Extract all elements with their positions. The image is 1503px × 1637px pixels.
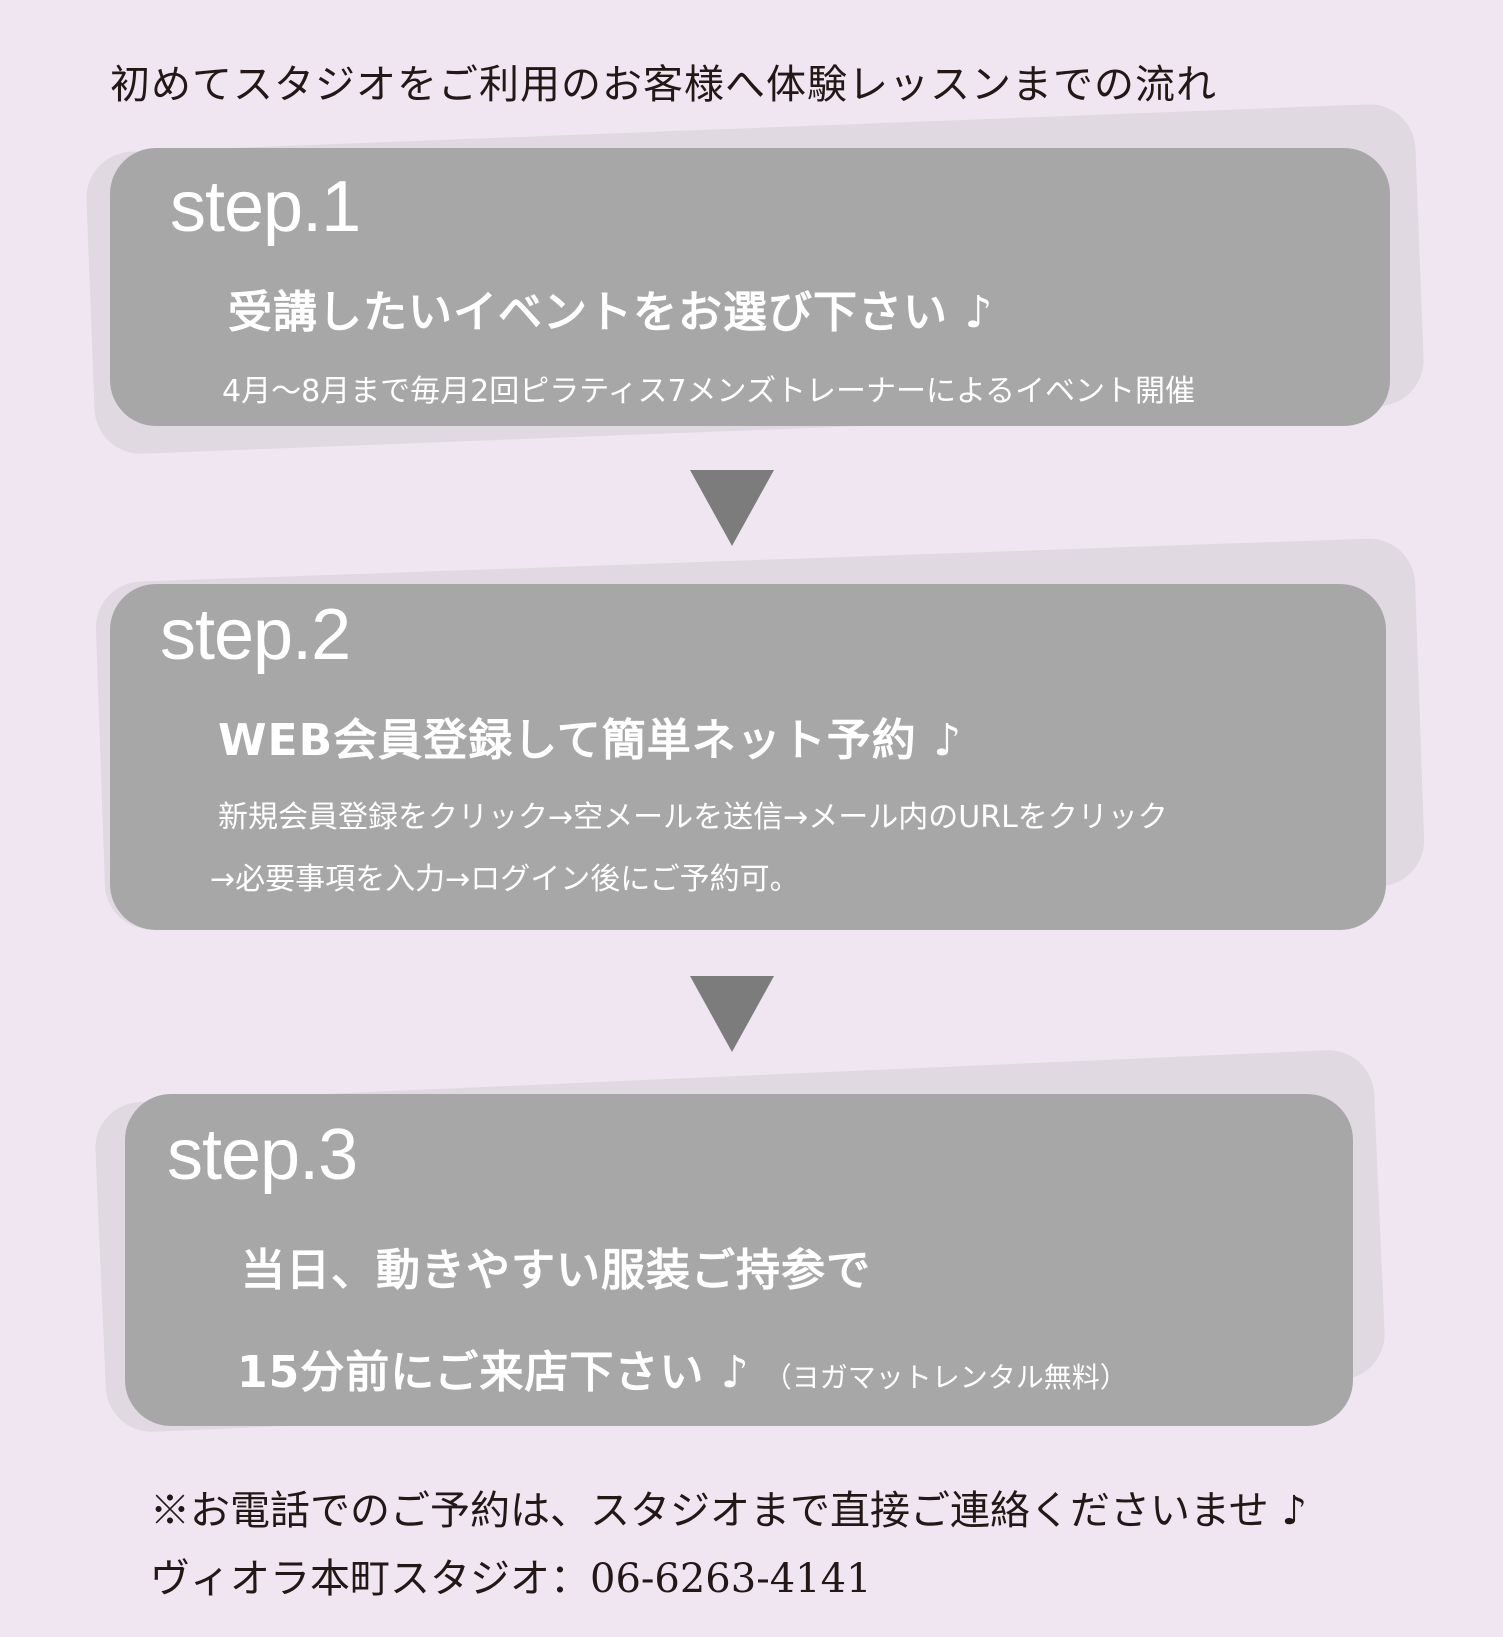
page-title: 初めてスタジオをご利用のお客様へ体験レッスンまでの流れ: [110, 62, 1217, 108]
step-3-heading-line-2-text: 15分前にご来店下さい ♪: [237, 1347, 750, 1398]
studio-phone-number: ヴィオラ本町スタジオ：06-6263-4141: [150, 1556, 872, 1602]
step-2-description-line-1: 新規会員登録をクリック→空メールを送信→メール内のURLをクリック: [218, 800, 1168, 835]
phone-reservation-note: ※お電話でのご予約は、スタジオまで直接ご連絡くださいませ ♪: [150, 1488, 1308, 1534]
step-3-heading-line-1: 当日、動きやすい服装ご持参で: [241, 1245, 871, 1296]
step-2-description-line-2: →必要事項を入力→ログイン後にご予約可。: [210, 862, 800, 897]
step-3-label: step.3: [167, 1115, 358, 1195]
step-1-card: step.1 受講したいイベントをお選び下さい ♪ 4月〜8月まで毎月2回ピラテ…: [110, 148, 1390, 426]
step-3-heading-line-2: 15分前にご来店下さい ♪ （ヨガマットレンタル無料）: [237, 1336, 1128, 1400]
step-1-description: 4月〜8月まで毎月2回ピラティス7メンズトレーナーによるイベント開催: [222, 374, 1196, 409]
down-arrow-icon: [690, 470, 774, 546]
step-1-heading: 受講したいイベントをお選び下さい ♪: [228, 287, 994, 338]
step-3-card: step.3 当日、動きやすい服装ご持参で 15分前にご来店下さい ♪ （ヨガマッ…: [125, 1094, 1353, 1426]
step-2-heading: WEB会員登録して簡単ネット予約 ♪: [218, 715, 963, 766]
step-1-label: step.1: [170, 167, 361, 247]
step-2-card: step.2 WEB会員登録して簡単ネット予約 ♪ 新規会員登録をクリック→空メ…: [110, 584, 1386, 930]
down-arrow-icon: [690, 976, 774, 1052]
step-2-label: step.2: [160, 595, 351, 675]
step-3-note: （ヨガマットレンタル無料）: [763, 1361, 1128, 1394]
